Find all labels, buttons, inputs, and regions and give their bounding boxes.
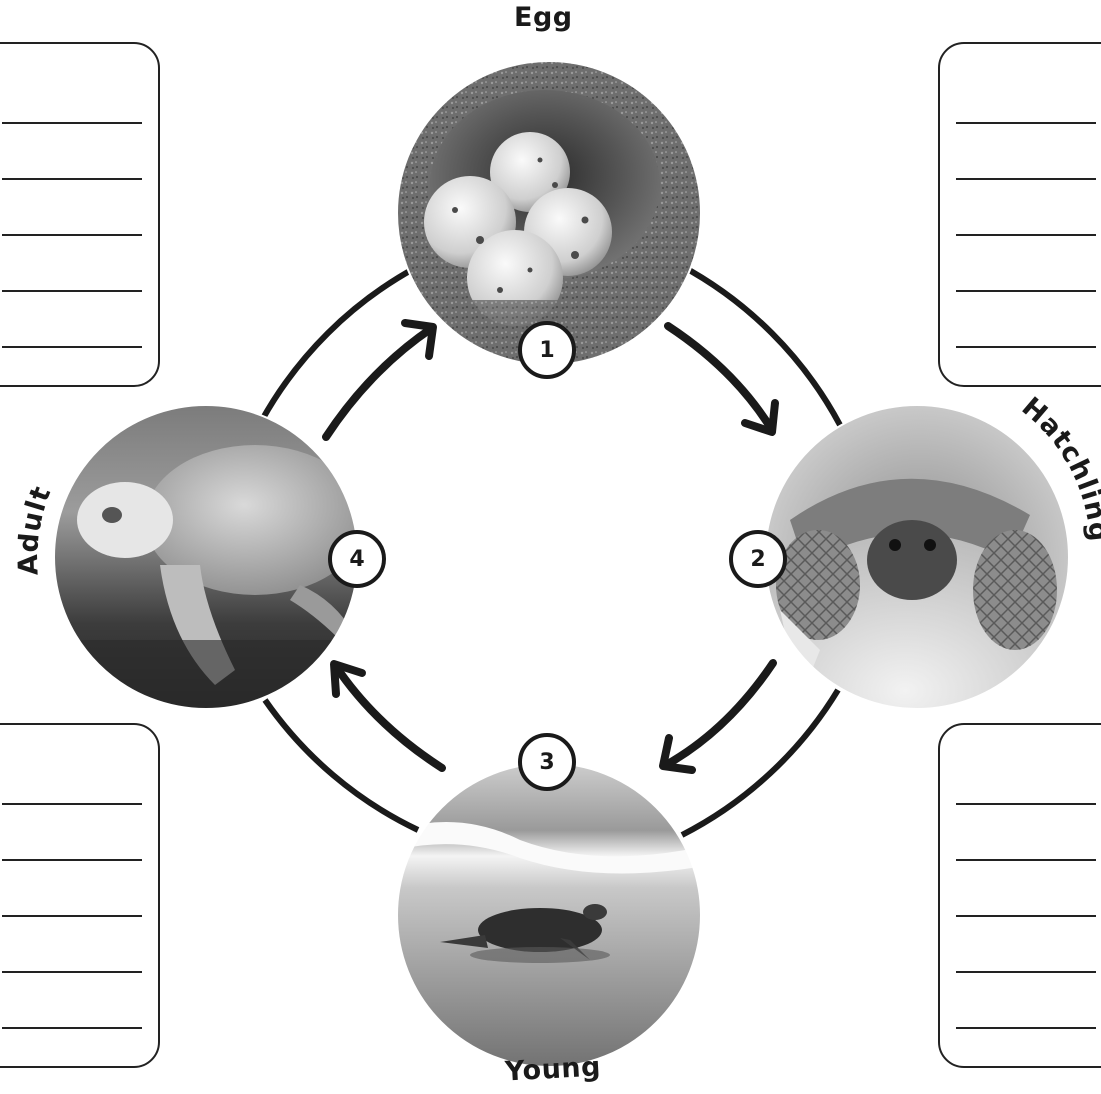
stage-number-1: 1 (518, 321, 576, 379)
writing-box-top-right[interactable] (938, 42, 1101, 387)
cycle-arrows (322, 319, 779, 774)
stage-number-2: 2 (729, 530, 787, 588)
stage-number-3: 3 (518, 733, 576, 791)
writing-box-top-left[interactable] (0, 42, 160, 387)
arrow-hatchling-to-young (659, 659, 777, 774)
arrow-young-to-adult (330, 660, 446, 772)
arrow-egg-to-hatchling (664, 322, 779, 436)
arrow-adult-to-egg (322, 319, 437, 441)
stage-label-egg: Egg (514, 2, 573, 33)
young-photo (397, 763, 701, 1067)
hatchling-photo (765, 405, 1069, 709)
stage-label-young: Young (504, 1051, 602, 1088)
stage-label-adult: Adult (13, 482, 58, 576)
stage-number-4: 4 (328, 530, 386, 588)
adult-photo (54, 405, 358, 709)
writing-box-bottom-right[interactable] (938, 723, 1101, 1068)
writing-box-bottom-left[interactable] (0, 723, 160, 1068)
cycle-ring (259, 262, 843, 838)
